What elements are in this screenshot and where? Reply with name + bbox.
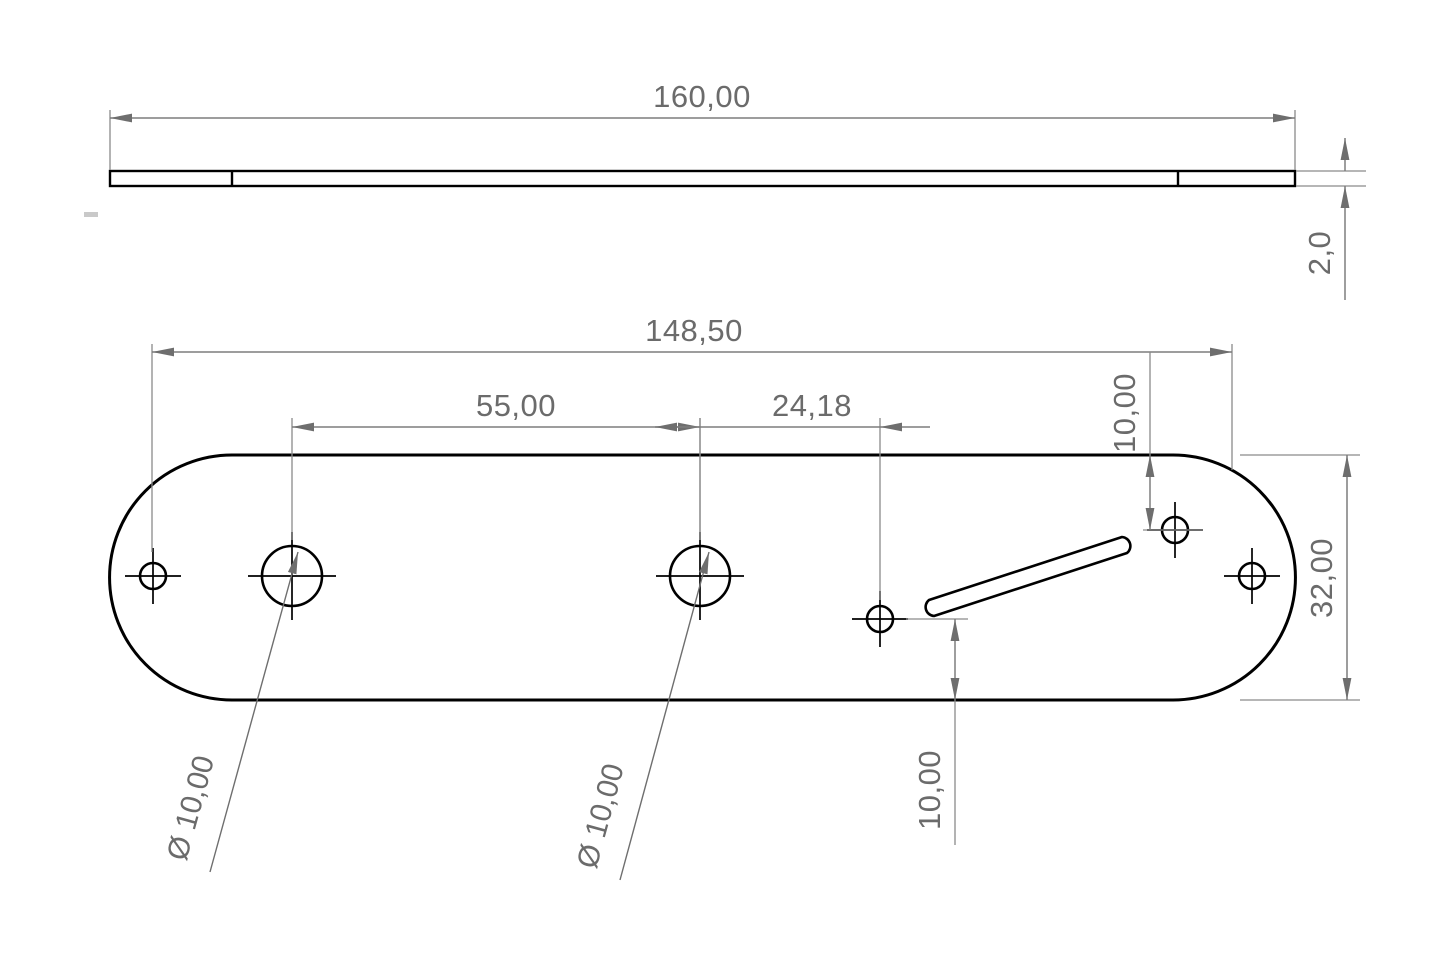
dim-label-32: 32,00 — [1304, 538, 1339, 618]
small-hole-2 — [852, 591, 908, 647]
dim-label-10-bottom: 10,00 — [912, 750, 947, 830]
leader-line-dia-left — [209, 551, 299, 873]
side-view-group: 160,00 2,0 — [84, 79, 1366, 300]
dim-label-55: 55,00 — [476, 388, 556, 423]
dim-label-thickness: 2,0 — [1302, 231, 1337, 276]
top-view-group: 148,50 55,00 24,18 32,00 10,00 — [108, 313, 1360, 881]
diagonal-slot — [924, 535, 1132, 618]
leader-label-dia-mid: Ø 10,00 — [571, 760, 631, 872]
large-hole-2 — [656, 532, 744, 620]
dim-label-2418: 24,18 — [772, 388, 852, 423]
leader-line-dia-mid — [619, 551, 710, 881]
dim-label-10-top: 10,00 — [1107, 373, 1142, 453]
dim-label-148: 148,50 — [645, 313, 743, 348]
stray-mark — [84, 212, 98, 217]
side-view-plate-body — [108, 169, 1297, 188]
small-hole-1 — [125, 548, 181, 604]
diagonal-slot-outline — [924, 535, 1132, 618]
part-outline — [108, 453, 1297, 702]
leader-label-dia-left: Ø 10,00 — [161, 752, 221, 864]
small-hole-4 — [1224, 548, 1280, 604]
dim-label-160: 160,00 — [653, 79, 751, 114]
